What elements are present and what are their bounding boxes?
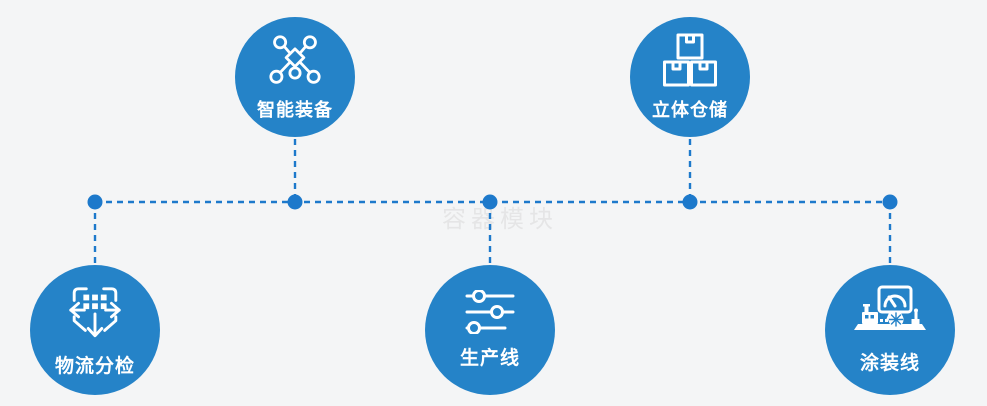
node-label: 智能装备: [257, 99, 333, 120]
node-label: 涂装线: [859, 353, 920, 374]
junction-dot: [482, 194, 498, 210]
node-production-line: 生产线: [425, 265, 555, 395]
junction-dot: [287, 194, 303, 210]
node-stereo-warehouse: 立体仓储: [630, 17, 750, 137]
junction-dot: [882, 194, 898, 210]
node-smart-equipment: 智能装备: [235, 17, 355, 137]
sliders-icon: [465, 290, 515, 334]
node-label: 物流分检: [54, 356, 135, 377]
stacked-boxes-icon: [663, 33, 717, 86]
node-label: 生产线: [459, 348, 520, 369]
machine-monitor-icon: [854, 285, 926, 330]
watermark-text: 容器模块: [442, 206, 558, 233]
network-nodes-icon: [269, 34, 321, 84]
junction-dot: [682, 194, 698, 210]
junction-dot: [87, 194, 103, 210]
node-painting-line: 涂装线: [825, 265, 955, 395]
node-logistics-sorting: 物流分检: [30, 265, 160, 395]
node-label: 立体仓储: [652, 99, 728, 120]
sorting-arrows-icon: [69, 287, 121, 338]
